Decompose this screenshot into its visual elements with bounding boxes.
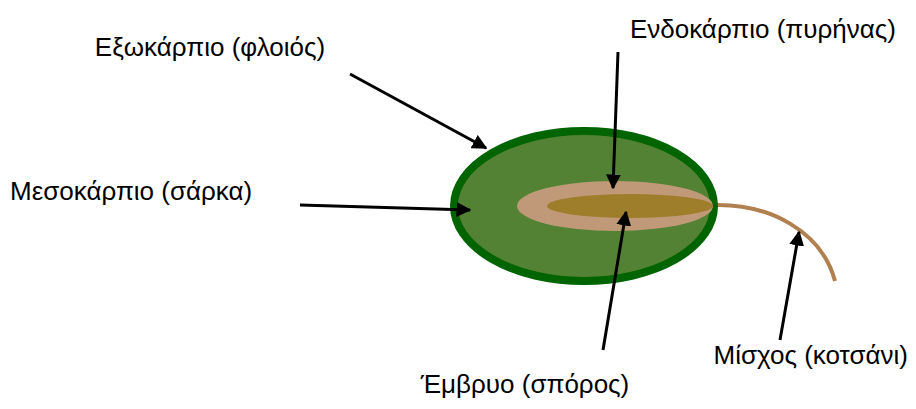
leader-line	[300, 205, 470, 210]
leader-line	[780, 232, 799, 340]
leader-line	[350, 74, 486, 148]
part-label: Μίσχος (κοτσάνι)	[714, 340, 909, 371]
part-label: Μεσοκάρπιο (σάρκα)	[10, 176, 252, 207]
endocarp-shape	[517, 181, 713, 231]
embryo-shape	[547, 194, 713, 218]
part-label: Έμβρυο (σπόρος)	[421, 369, 630, 400]
part-label: Εξωκάρπιο (φλοιός)	[95, 32, 325, 63]
exocarp-shape	[454, 131, 714, 281]
leader-line	[613, 52, 618, 188]
part-label: Ενδοκάρπιο (πυρήνας)	[630, 14, 896, 45]
stem-shape	[712, 205, 835, 281]
leader-line	[603, 212, 626, 350]
